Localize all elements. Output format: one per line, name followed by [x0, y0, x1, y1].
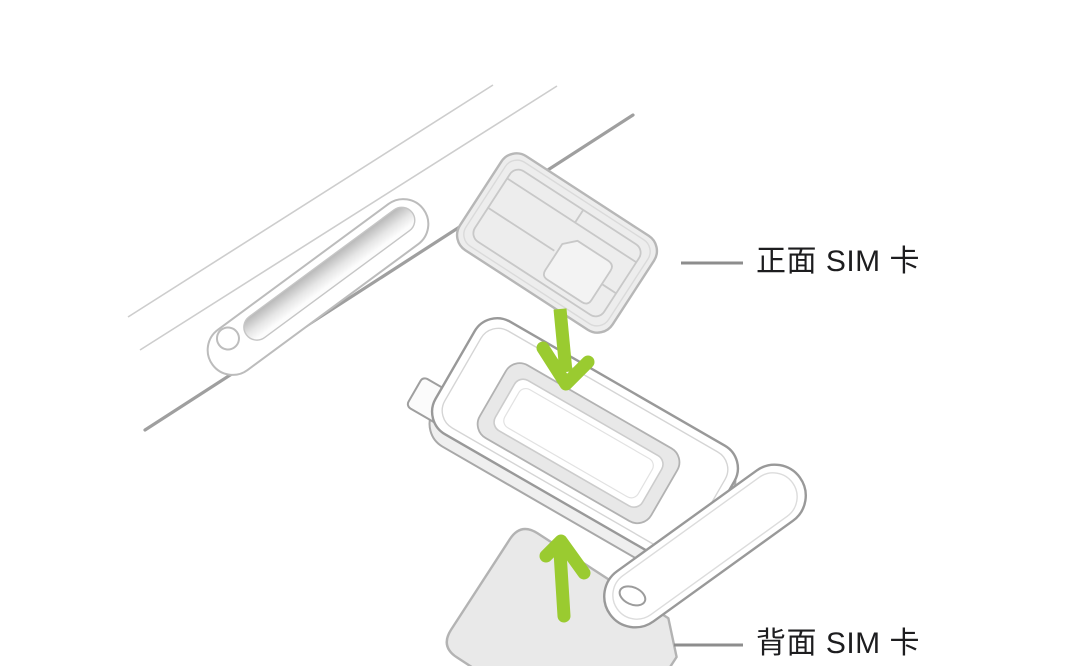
phone-edge-line-bottom	[143, 113, 635, 432]
sim-slot-pinhole	[215, 326, 240, 351]
phone-edge-line-top	[127, 84, 494, 318]
up-arrow-icon	[539, 534, 591, 623]
down-arrow-icon	[536, 308, 595, 391]
sim-slot-opening	[243, 206, 416, 341]
front-sim-label: 正面 SIM 卡	[756, 245, 921, 278]
front-sim-contacts	[472, 168, 642, 318]
sim-tray-floor	[493, 378, 664, 508]
back-sim-label: 背面 SIM 卡	[756, 627, 921, 660]
phone-edge-line-inner	[139, 85, 558, 351]
sim-tray	[406, 317, 740, 576]
front-sim-card	[455, 152, 659, 334]
tray-handle-pinhole	[618, 585, 647, 607]
sim-slot	[206, 198, 430, 376]
back-sim-card	[445, 527, 678, 666]
phone-edge	[127, 84, 635, 432]
tray-handle	[603, 463, 807, 629]
